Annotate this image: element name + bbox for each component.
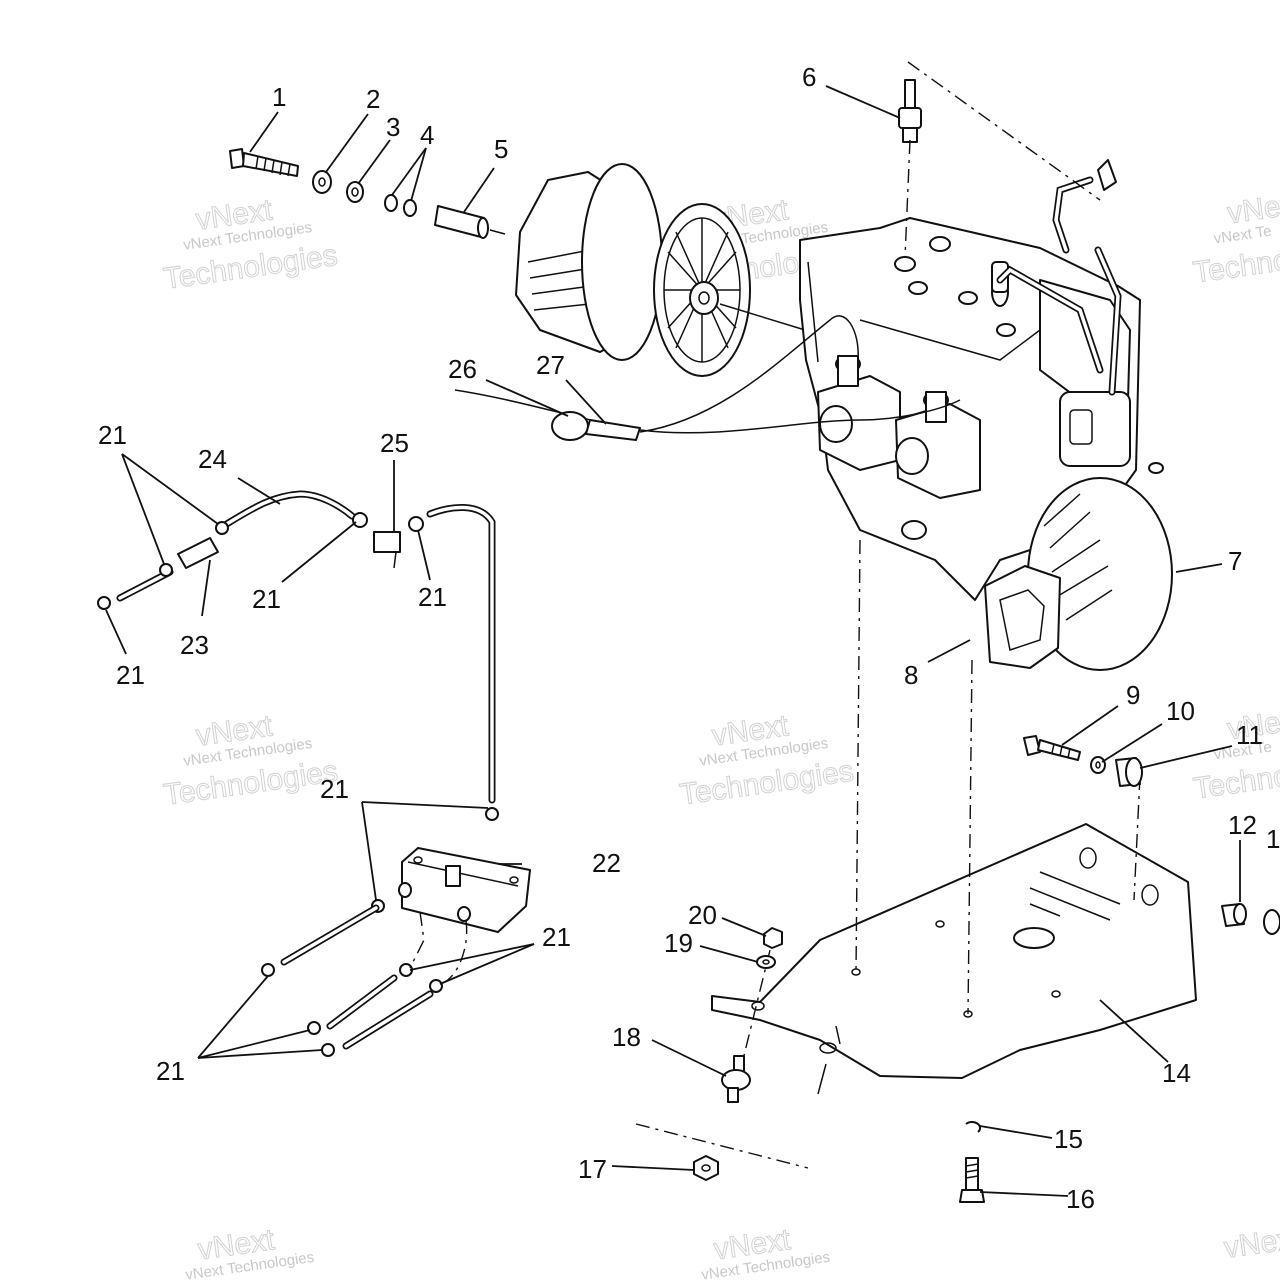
callout-22: 22 [592, 848, 621, 878]
part-10-washer [1090, 756, 1106, 774]
watermark-bottom-center: vNext vNext Technologies [700, 1223, 831, 1280]
watermark-top-left: vNext vNext Technologies Technologies [161, 193, 340, 296]
part-6-spark-plug [898, 79, 922, 143]
svg-text:vNext: vNext [1225, 187, 1280, 230]
callout-23: 23 [180, 630, 209, 660]
part-18-mount-stud [721, 1055, 751, 1103]
part-14-engine-mounting-plate [711, 823, 1197, 1095]
part-1-bolt [229, 148, 299, 177]
callout-20: 20 [688, 900, 717, 930]
callout-24: 24 [198, 444, 227, 474]
watermark-bottom-left: vNext vNext Technologies [184, 1223, 315, 1280]
part-16-stud [959, 1157, 985, 1203]
callout-13: 1 [1266, 824, 1280, 854]
part-5-spacer-sleeve [434, 205, 506, 239]
callout-11: 11 [1236, 720, 1263, 750]
callout-10: 10 [1166, 696, 1195, 726]
part-22-fuel-pump [398, 847, 531, 933]
callout-21f: 21 [542, 922, 571, 952]
callout-21g: 21 [156, 1056, 185, 1086]
part-3-washer [346, 181, 364, 203]
callout-12: 12 [1228, 810, 1257, 840]
part-12-spacer [1221, 903, 1247, 927]
part-19-washer [756, 955, 776, 969]
callout-16: 16 [1066, 1184, 1095, 1214]
part-25-fuel-valve [373, 531, 401, 569]
part-26-cable [454, 389, 961, 434]
svg-text:vNext Te: vNext Te [1213, 223, 1273, 248]
part-23-fuel-filter [116, 537, 219, 602]
watermark-mid-right: vNext vNext Te Technologies [1191, 702, 1280, 806]
callout-25: 25 [380, 428, 409, 458]
callout-5: 5 [494, 134, 508, 164]
callout-21d: 21 [418, 582, 447, 612]
part-4-o-ring-a [384, 194, 398, 212]
part-27-cable-clamp [551, 315, 859, 441]
callout-9: 9 [1126, 680, 1140, 710]
callout-8: 8 [904, 660, 918, 690]
callout-21a: 21 [98, 420, 127, 450]
callout-18: 18 [612, 1022, 641, 1052]
callout-21c: 21 [252, 584, 281, 614]
callout-27: 27 [536, 350, 565, 380]
watermark-mid-left: vNext vNext Technologies Technologies [161, 709, 340, 812]
part-9-bolt [1023, 735, 1081, 761]
callout-numbers: 1 2 3 4 5 6 7 8 9 10 11 12 1 14 15 16 17… [98, 62, 1280, 1214]
fuel-return-hose [426, 503, 496, 804]
part-20-nut [763, 927, 783, 949]
callout-3: 3 [386, 112, 400, 142]
part-11-rubber-mount [1115, 757, 1143, 787]
callout-21b: 21 [116, 660, 145, 690]
callout-21e: 21 [320, 774, 349, 804]
callout-4: 4 [420, 120, 434, 150]
engine-assembly [799, 217, 1173, 671]
watermark-bottom-right: vNext [1221, 1221, 1280, 1265]
callout-19: 19 [664, 928, 693, 958]
watermark-mid-center: vNext vNext Technologies Technologies [677, 709, 856, 812]
watermark-top-right: vNext vNext Te Technologies [1191, 186, 1280, 290]
part-17-nut [693, 1155, 719, 1181]
callout-15: 15 [1054, 1124, 1083, 1154]
callout-14: 14 [1162, 1058, 1191, 1088]
callout-26: 26 [448, 354, 477, 384]
callout-1: 1 [272, 82, 286, 112]
part-13-nut [1263, 909, 1280, 935]
part-24-fuel-hose [216, 490, 356, 532]
part-2-washer [312, 170, 332, 194]
leader-lines [105, 85, 1241, 1197]
fuel-pump-lines [280, 904, 468, 1050]
part-4-o-ring-b [403, 199, 417, 217]
drive-clutch [515, 163, 806, 377]
part-15-retaining-clip [965, 1120, 981, 1133]
callout-17: 17 [578, 1154, 607, 1184]
svg-text:vNext: vNext [1222, 1221, 1280, 1264]
callout-7: 7 [1228, 546, 1242, 576]
spark-plug-wires [996, 159, 1122, 396]
callout-2: 2 [366, 84, 380, 114]
callout-6: 6 [802, 62, 816, 92]
